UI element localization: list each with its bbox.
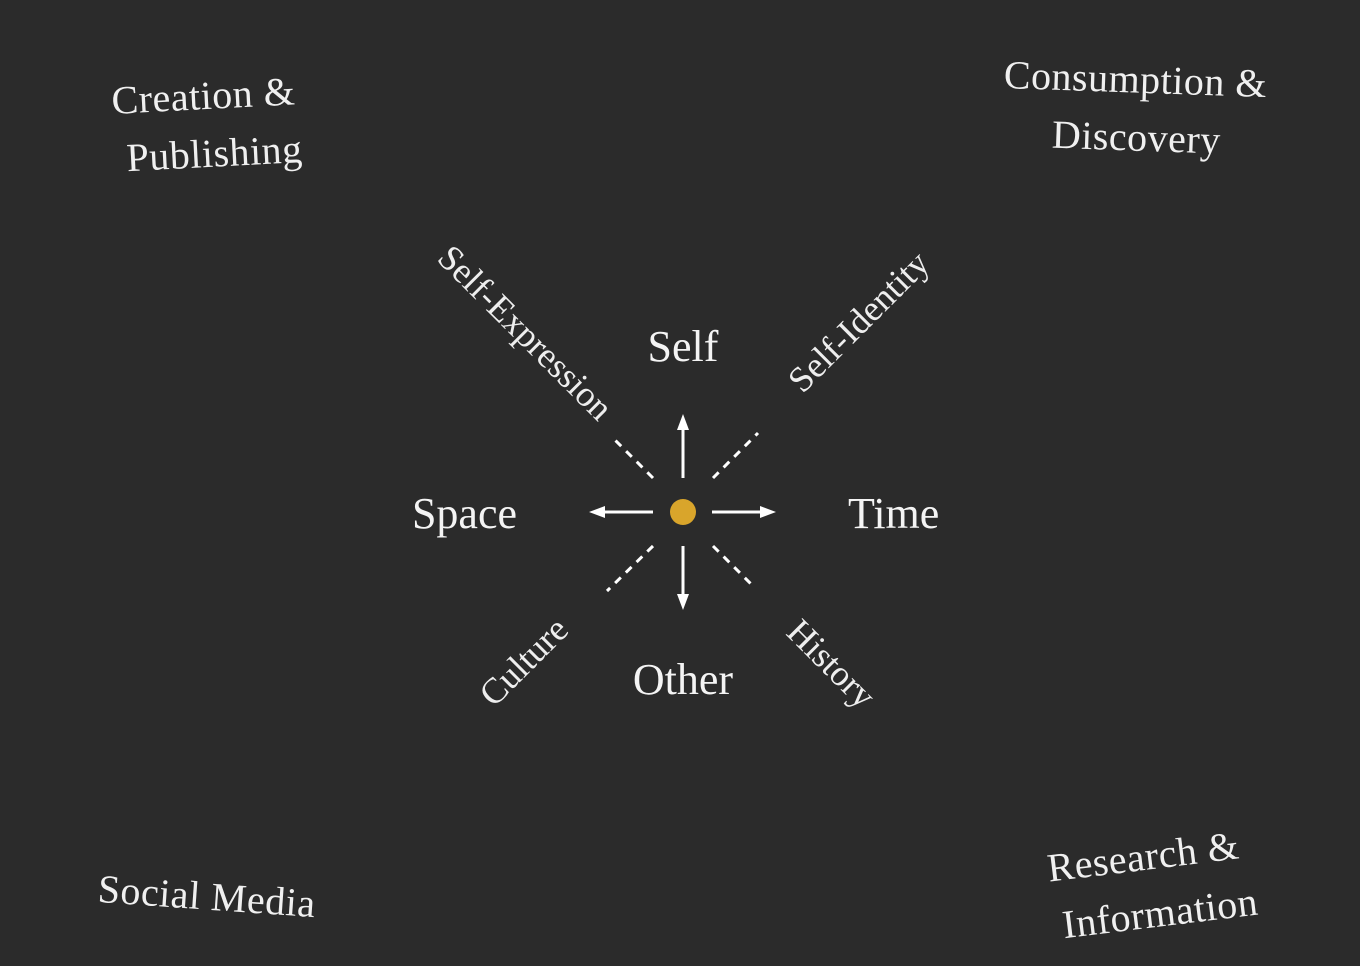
axis-label-time: Time bbox=[848, 489, 939, 538]
axis-label-other: Other bbox=[633, 655, 734, 704]
dashed-line-lower-right bbox=[711, 544, 757, 590]
diagonal-label-culture: Culture bbox=[471, 609, 576, 714]
arrow-down-head bbox=[677, 594, 689, 610]
arrow-up-head bbox=[677, 414, 689, 430]
axis-label-space: Space bbox=[412, 489, 517, 538]
diagonal-label-history: History bbox=[779, 611, 884, 716]
diagonal-label-self-identity: Self-Identity bbox=[780, 243, 937, 400]
dashed-line-lower-left bbox=[605, 544, 655, 593]
diagonal-label-self-expression: Self-Expression bbox=[430, 237, 621, 428]
dashed-line-upper-right bbox=[711, 431, 760, 480]
dashed-line-upper-left bbox=[610, 435, 655, 480]
center-dot bbox=[670, 499, 696, 525]
axis-label-self: Self bbox=[648, 322, 719, 371]
arrow-right-head bbox=[760, 506, 776, 518]
arrow-left-head bbox=[589, 506, 605, 518]
